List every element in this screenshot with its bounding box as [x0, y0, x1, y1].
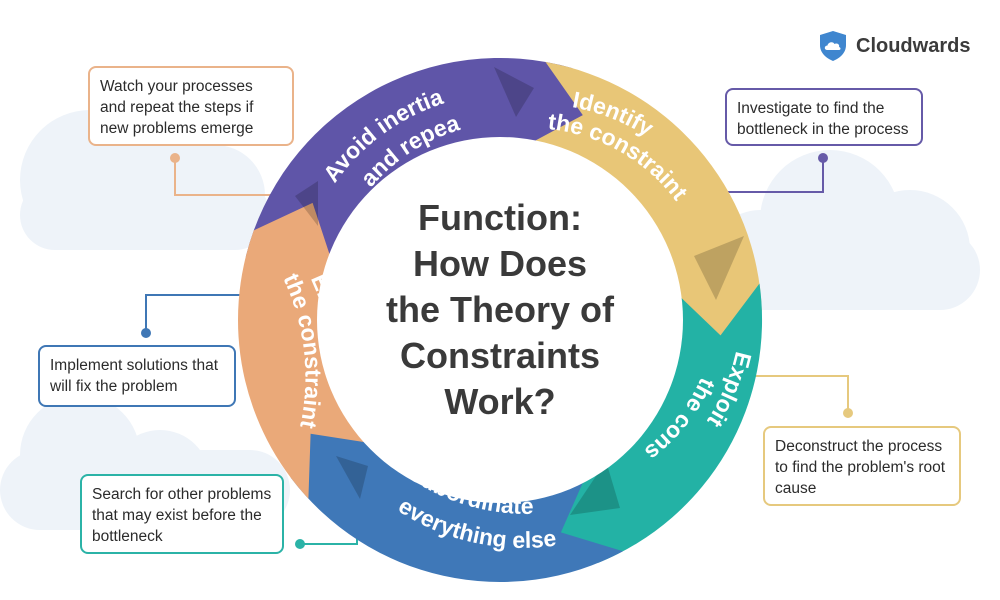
- brand-logo: Cloudwards: [818, 29, 970, 63]
- description-box-avoid: Watch your processes and repeat the step…: [88, 66, 294, 146]
- arrow-shade-exploit: [570, 461, 620, 515]
- arrow-shade-avoid: [494, 67, 534, 117]
- center-title-line: Constraints: [399, 335, 601, 376]
- arrow-shade-identify: [694, 236, 744, 300]
- description-box-subordinate: Search for other problems that may exist…: [80, 474, 284, 554]
- description-box-exploit: Deconstruct the process to find the prob…: [763, 426, 961, 506]
- connector-dot-subordinate: [295, 539, 305, 549]
- cloud-shield-icon: [820, 31, 846, 61]
- description-box-elevate: Implement solutions that will fix the pr…: [38, 345, 236, 407]
- connector-dot-avoid: [170, 153, 180, 163]
- center-circle: [317, 137, 683, 503]
- center-title: Function: How Does the Theory of Constra…: [360, 195, 640, 425]
- description-box-identify: Investigate to find the bottleneck in th…: [725, 88, 923, 146]
- connector-identify: [715, 158, 824, 193]
- arrow-shade-elevate: [295, 181, 318, 226]
- connector-exploit: [740, 375, 849, 413]
- connector-elevate: [145, 294, 255, 333]
- connector-avoid: [174, 158, 285, 196]
- segment-exploit: [531, 62, 762, 359]
- center-title-line: Function:: [418, 197, 582, 238]
- center-title-line: Work?: [444, 381, 556, 422]
- center-title-line: How Does: [412, 243, 588, 284]
- connector-dot-elevate: [141, 328, 151, 338]
- segment-avoid: [238, 202, 369, 499]
- segment-identify: [245, 57, 604, 277]
- arrow-shade-subordinate: [336, 456, 368, 499]
- brand-name: Cloudwards: [856, 34, 971, 57]
- connector-dot-exploit: [843, 408, 853, 418]
- center-title-line: the Theory of: [385, 289, 614, 330]
- connector-dot-identify: [818, 153, 828, 163]
